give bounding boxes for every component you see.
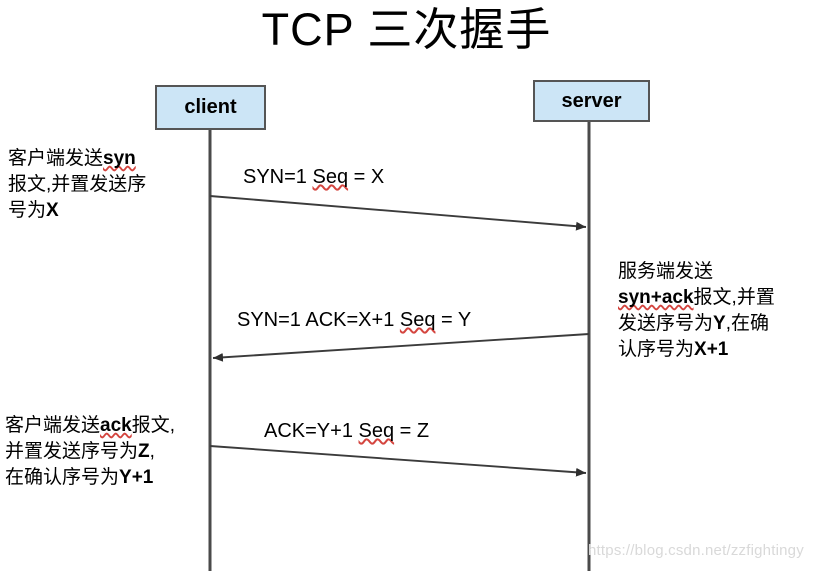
diagram-title: TCP 三次握手 [261,4,552,55]
message-arrow-2 [212,333,590,362]
annotation-client-syn: 客户端发送syn 报文,并置发送序 号为X [8,148,147,221]
participant-label-client: client [184,96,237,118]
annotation-server-syn-ack: 服务端发送 syn+ack报文,并置 发送序号为Y,在确 认序号为X+1 [618,261,775,360]
participant-box-server[interactable]: server [533,80,650,122]
annotation-client-ack: 客户端发送ack报文, 并置发送序号为Z, 在确认序号为Y+1 [5,415,175,488]
message-arrow-1 [209,195,587,231]
message-label-3: ACK=Y+1 Seq = Z [264,420,430,442]
participant-label-server: server [561,89,622,112]
message-arrow-3 [209,445,587,477]
watermark: https://blog.csdn.net/zzfightingy [588,542,804,559]
message-label-2: SYN=1 ACK=X+1 Seq = Y [237,309,472,331]
participant-box-client[interactable]: client [155,85,266,130]
message-label-1: SYN=1 Seq = X [243,166,385,188]
